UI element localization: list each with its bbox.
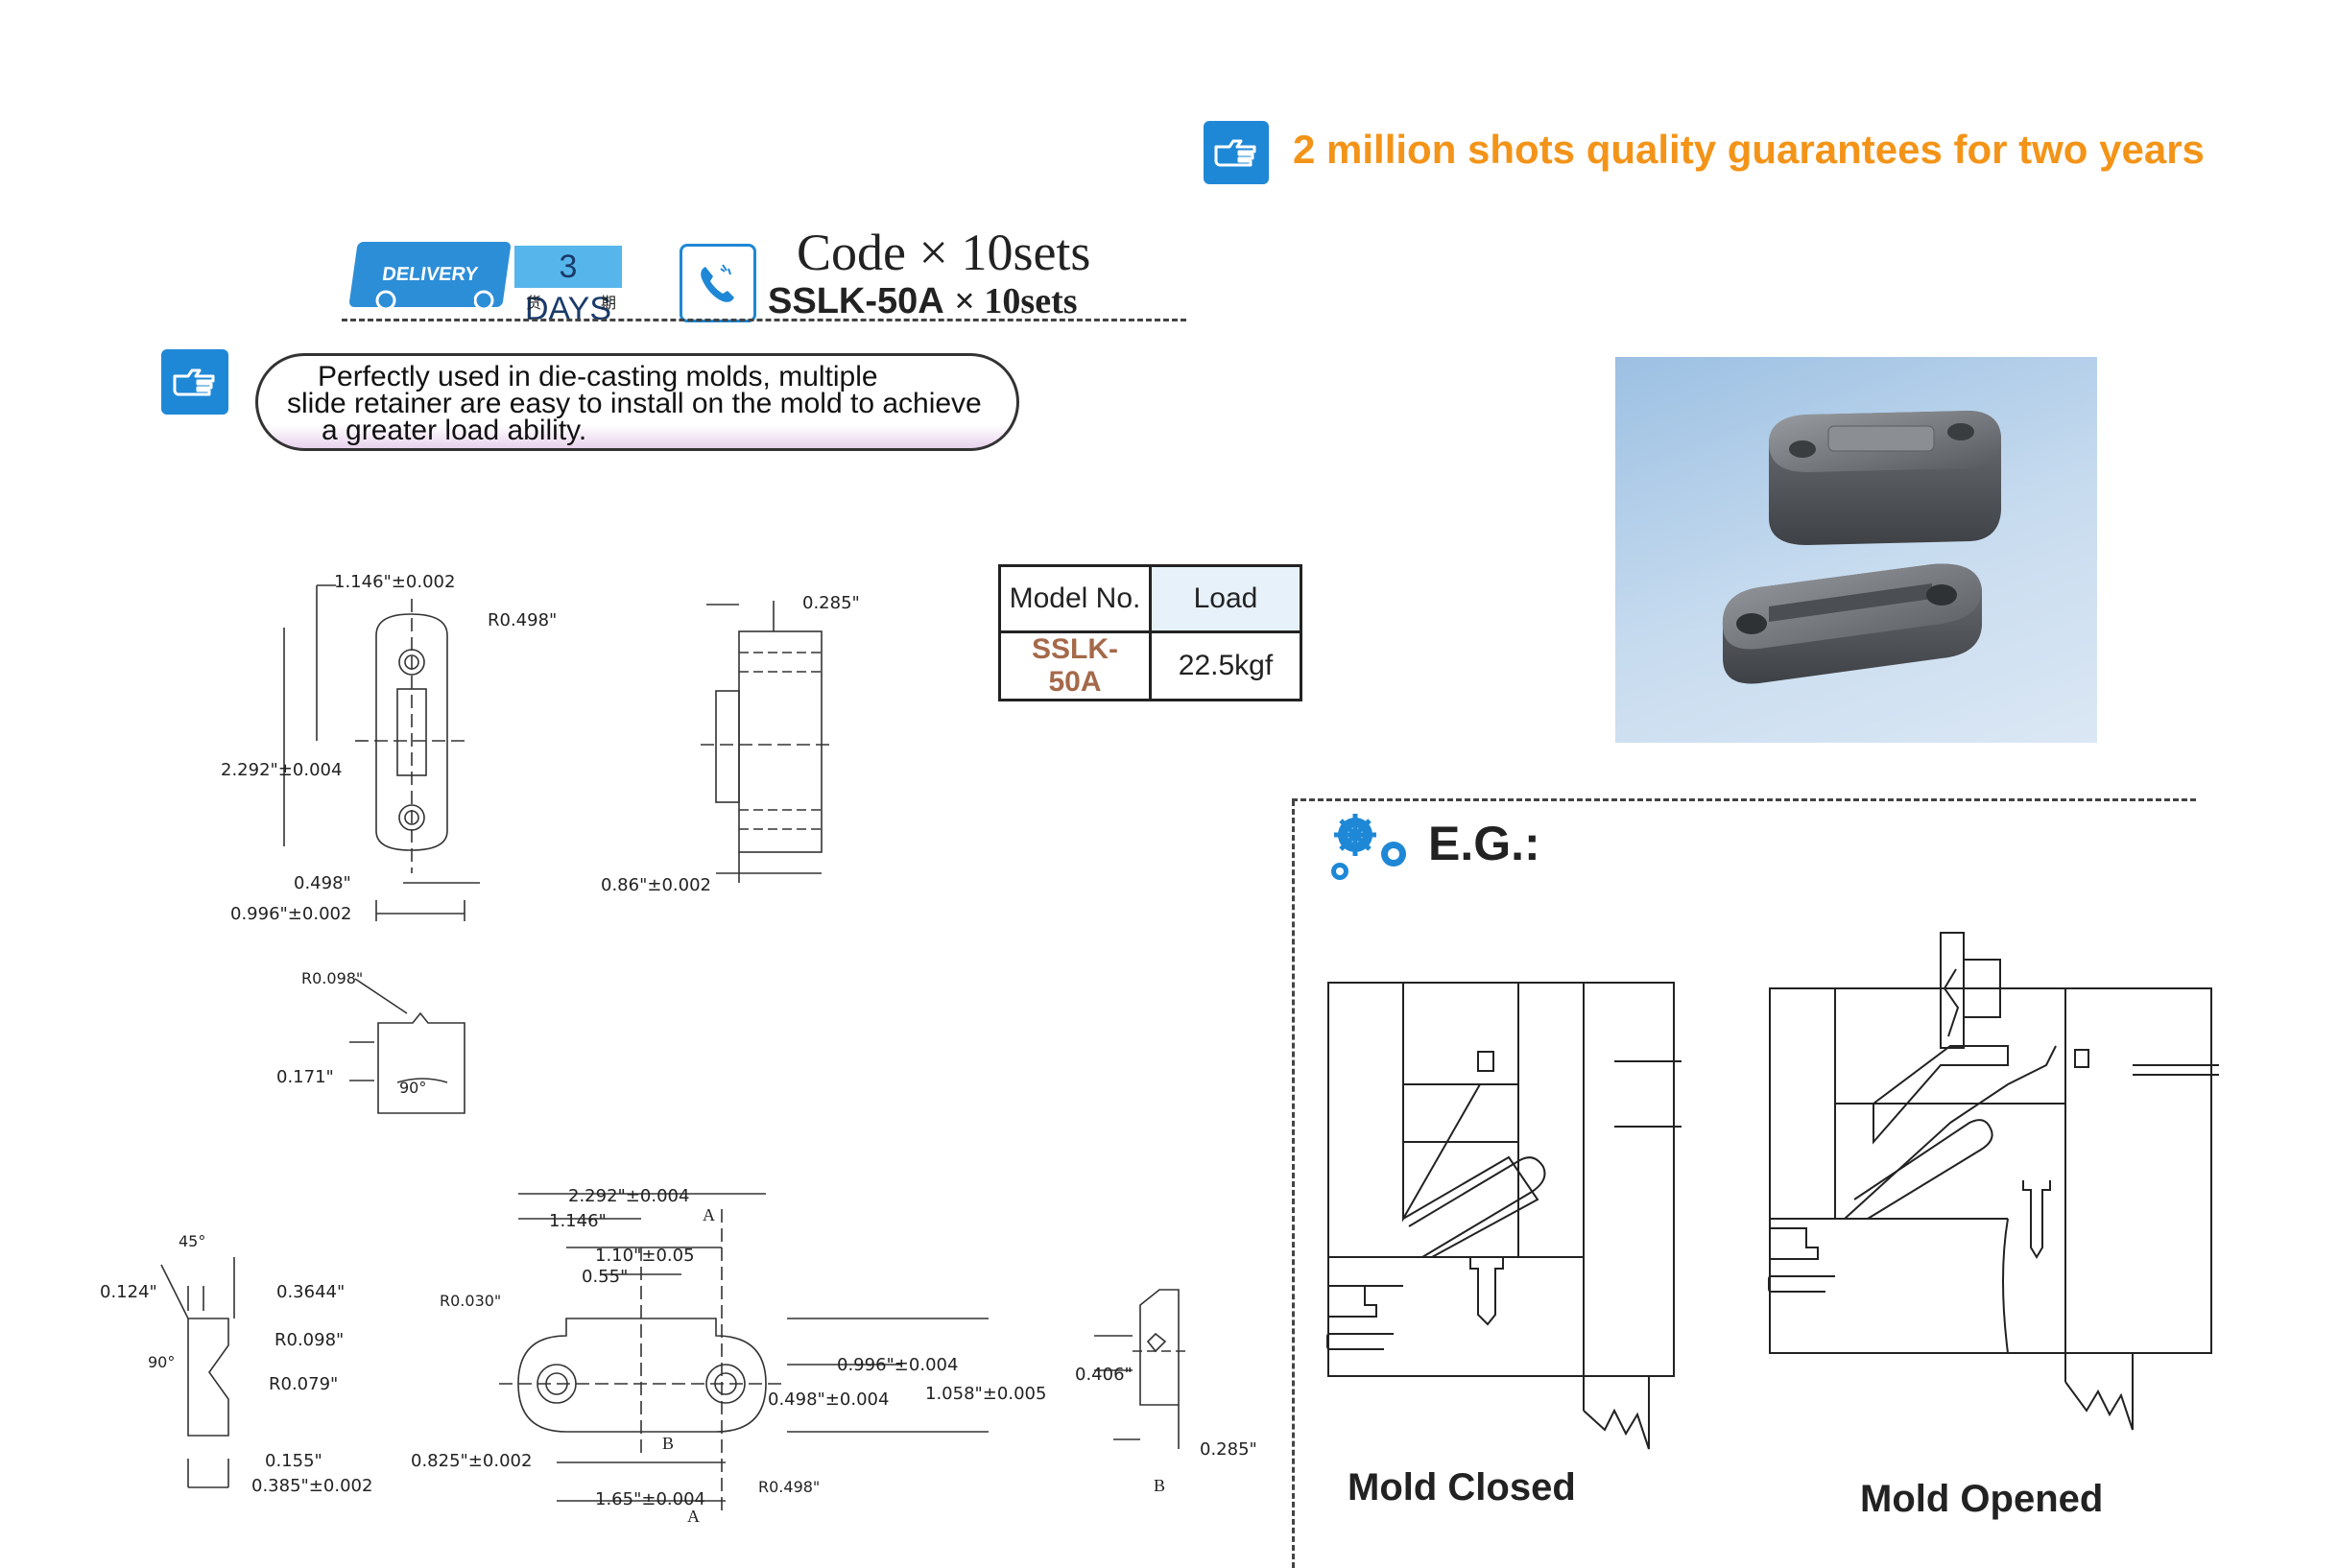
dim-1: 1.146"±0.002: [334, 572, 456, 592]
dim-7: 0.86"±0.002: [601, 875, 711, 895]
dim-20: 1.146": [549, 1211, 607, 1231]
spec-table: Model No. Load SSLK-50A 22.5kgf: [998, 564, 1302, 701]
dim-31: 0.285": [1200, 1439, 1257, 1460]
delivery-days-badge: 3 DAYS: [514, 246, 622, 327]
product-photo: [1615, 357, 2097, 743]
order-qty: × 10sets: [954, 281, 1078, 321]
mold-opened-diagram: [1767, 931, 2229, 1468]
gears-icon: [1326, 812, 1415, 885]
dim-19: 2.292"±0.004: [568, 1186, 690, 1206]
dim-26: 1.058"±0.005: [925, 1384, 1047, 1404]
dim-16: R0.079": [269, 1374, 339, 1394]
caption-mold-opened: Mold Opened: [1860, 1478, 2104, 1520]
caption-mold-closed: Mold Closed: [1348, 1466, 1576, 1509]
model-order-line: SSLK-50A × 10sets: [768, 280, 1078, 322]
section-b-view: B: [1154, 1476, 1166, 1495]
dim-11: 45°: [179, 1232, 206, 1250]
header-model-no: Model No.: [998, 564, 1152, 633]
dim-30: 0.406": [1075, 1365, 1133, 1385]
days-sub-2: 期: [601, 296, 617, 312]
dim-27: 0.825"±0.002: [411, 1451, 533, 1471]
dim-24: 0.996"±0.004: [837, 1355, 959, 1375]
delivery-label: DELIVERY: [380, 263, 480, 285]
description-line-2: slide retainer are easy to install on th…: [287, 388, 982, 419]
section-b-mid: B: [662, 1434, 675, 1453]
dim-3: 2.292"±0.004: [221, 760, 343, 780]
dim-14: R0.098": [274, 1330, 345, 1350]
dim-6: 0.285": [802, 593, 860, 613]
example-title: E.G.:: [1428, 817, 1540, 870]
dim-5: 0.996"±0.002: [230, 904, 352, 924]
front-view-outline: [517, 1318, 767, 1433]
dim-10: 90°: [399, 1079, 427, 1097]
dim-12: 0.124": [100, 1282, 157, 1302]
header-divider: [342, 319, 1186, 321]
hand-pointing-icon: [1204, 121, 1269, 184]
header-load: Load: [1149, 564, 1302, 633]
description-line-1: Perfectly used in die-casting molds, mul…: [318, 361, 878, 392]
dim-13: 0.3644": [276, 1282, 346, 1302]
dim-22: 0.55": [582, 1267, 629, 1287]
hand-pointing-icon-2: [161, 349, 228, 415]
dim-8: R0.098": [301, 969, 364, 987]
cell-load: 22.5kgf: [1149, 630, 1302, 701]
dim-4: 0.498": [294, 873, 351, 893]
technical-drawings: [0, 557, 1286, 1555]
dim-28: 1.65"±0.004: [595, 1489, 705, 1509]
dim-21: 1.10"±0.05: [595, 1246, 695, 1266]
section-a-bottom: A: [687, 1507, 700, 1526]
dim-9: 0.171": [276, 1067, 334, 1087]
dim-29: R0.498": [758, 1478, 821, 1496]
top-view-outline: [375, 613, 448, 851]
section-a-top: A: [703, 1205, 715, 1224]
guarantee-text: 2 million shots quality guarantees for t…: [1293, 127, 2205, 172]
example-frame-left: [1292, 800, 1295, 1568]
dim-23: R0.030": [440, 1292, 502, 1310]
description-bubble: Perfectly used in die-casting molds, mul…: [255, 353, 1019, 451]
dim-25: 0.498"±0.004: [768, 1390, 890, 1410]
dim-18: 0.385"±0.002: [251, 1476, 373, 1496]
code-line: Code × 10sets: [797, 224, 1091, 281]
dim-15: 90°: [148, 1353, 176, 1371]
description-line-3: a greater load ability.: [322, 415, 587, 446]
truck-wheels: [365, 290, 509, 311]
order-model: SSLK-50A: [768, 281, 944, 321]
mold-closed-diagram: [1325, 969, 1691, 1459]
example-frame-top: [1292, 798, 2196, 801]
cell-model: SSLK-50A: [998, 630, 1152, 701]
phone-icon: [680, 244, 756, 322]
dim-2: R0.498": [488, 610, 558, 630]
dim-17: 0.155": [265, 1451, 322, 1471]
days-sub-1: 货: [526, 296, 542, 312]
